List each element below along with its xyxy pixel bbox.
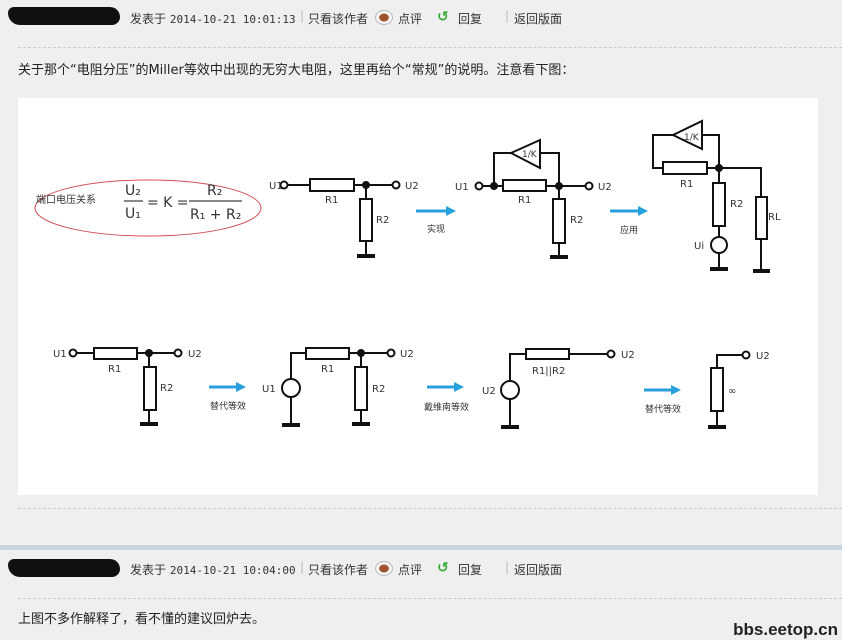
arrow-substitute: 替代等效 xyxy=(209,382,246,412)
diagram-label: RL xyxy=(768,212,781,223)
diagram-label: ∞ xyxy=(728,386,736,397)
diagram-label: 1/K xyxy=(684,133,700,143)
diagram-label: U1 xyxy=(262,384,276,395)
diagram-label: 替代等效 xyxy=(210,400,246,412)
diagram-label: R1 xyxy=(321,364,334,375)
reply-link[interactable]: 回复 xyxy=(458,563,483,577)
comment-link[interactable]: 点评 xyxy=(398,12,423,26)
separator: | xyxy=(505,9,510,23)
diagram-label: R2 xyxy=(160,383,173,394)
posted-label: 发表于 xyxy=(130,12,167,26)
divider xyxy=(18,598,842,599)
diagram-label: R1 xyxy=(518,195,531,206)
diagram-label: 戴维南等效 xyxy=(424,401,469,413)
divider xyxy=(18,508,842,509)
post-body: 关于那个“电阻分压”的Miller等效中出现的无穷大电阻，这里再给个“常规”的说… xyxy=(18,63,575,78)
redacted-username xyxy=(8,7,120,25)
diagram-label: U1 xyxy=(455,182,469,193)
diagram-label: R2 xyxy=(372,384,385,395)
diagram-label: U2 xyxy=(756,351,770,362)
formula-rhs-den: R₁ + R₂ xyxy=(190,207,241,223)
separator: | xyxy=(300,9,305,23)
reply-icon: ↺ xyxy=(437,560,449,576)
arrow-thevenin: 戴维南等效 xyxy=(424,382,469,413)
coffee-cup-icon xyxy=(375,561,393,576)
diagram-label: U1 xyxy=(269,181,283,192)
post-datetime: 2014-10-21 10:01:13 xyxy=(169,13,296,26)
only-author-link[interactable]: 只看该作者 xyxy=(308,563,369,577)
diagram-label: U2 xyxy=(400,349,414,360)
post-meta: 发表于 2014-10-21 10:01:13 xyxy=(130,10,296,27)
arrow-realize: 实现 xyxy=(416,206,456,235)
diagram-label: 1/K xyxy=(522,150,538,160)
relation-label: 端口电压关系 xyxy=(36,193,96,206)
diagram-label: U2 xyxy=(482,386,496,397)
diagram-label: Ui xyxy=(694,241,704,252)
formula-lhs-num: U₂ xyxy=(125,183,141,199)
diagram-label: R1 xyxy=(680,179,693,190)
diagram-label: 实现 xyxy=(427,223,445,235)
diagram-label: U2 xyxy=(621,350,635,361)
post-meta: 发表于 2014-10-21 10:04:00 xyxy=(130,561,296,578)
post-body: 上图不多作解释了，看不懂的建议回炉去。 xyxy=(18,612,266,627)
separator: | xyxy=(300,560,305,574)
diagram-label: U2 xyxy=(188,349,202,360)
reply-link[interactable]: 回复 xyxy=(458,12,483,26)
arrow-apply: 应用 xyxy=(610,206,648,236)
comment-link[interactable]: 点评 xyxy=(398,563,423,577)
redacted-username xyxy=(8,559,120,577)
separator: | xyxy=(505,560,510,574)
back-to-board-link[interactable]: 返回版面 xyxy=(514,563,563,577)
diagram-label: U2 xyxy=(405,181,419,192)
diagram-label: U2 xyxy=(598,182,612,193)
circuit-infinite-resistor: U2 ∞ xyxy=(708,350,770,429)
only-author-link[interactable]: 只看该作者 xyxy=(308,12,369,26)
diagram-label: R2 xyxy=(376,215,389,226)
diagram-label: R2 xyxy=(730,199,743,210)
arrow-substitute-2: 替代等效 xyxy=(644,385,681,415)
diagram-label: U1 xyxy=(53,349,67,360)
diagram-label: R1 xyxy=(325,195,338,206)
post-separator-band xyxy=(0,545,842,550)
diagram-label: R1||R2 xyxy=(532,366,565,377)
divider xyxy=(18,47,842,48)
posted-label: 发表于 xyxy=(130,563,167,577)
formula-lhs-den: U₁ xyxy=(125,206,141,222)
watermark: bbs.eetop.cn xyxy=(733,620,838,639)
diagram-label: R1 xyxy=(108,364,121,375)
diagram-label: 应用 xyxy=(620,224,638,236)
formula-rhs-num: R₂ xyxy=(207,183,222,199)
formula-mid: = K = xyxy=(147,195,189,211)
formula-group: 端口电压关系 U₂ U₁ = K = R₂ R₁ + R₂ xyxy=(34,179,262,237)
formula-ellipse xyxy=(34,179,262,237)
post-datetime: 2014-10-21 10:04:00 xyxy=(169,564,296,577)
back-to-board-link[interactable]: 返回版面 xyxy=(514,12,563,26)
reply-icon: ↺ xyxy=(437,9,449,25)
diagram-label: R2 xyxy=(570,215,583,226)
diagram-label: 替代等效 xyxy=(645,403,681,415)
coffee-cup-icon xyxy=(375,10,393,25)
